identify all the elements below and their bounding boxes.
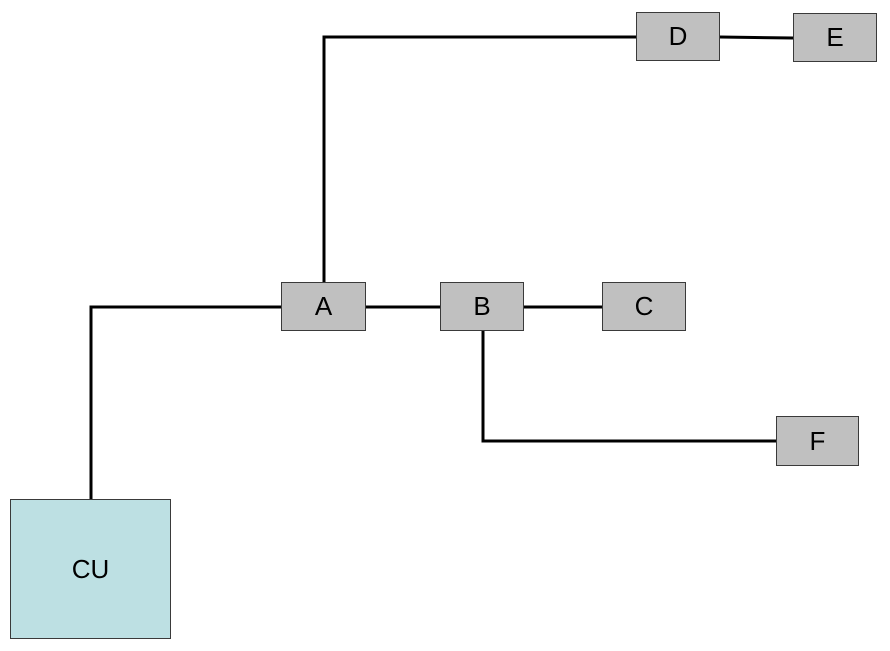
node-cu-label: CU: [71, 553, 110, 584]
edge-a-d: [322, 35, 636, 282]
node-e: E: [793, 13, 877, 62]
edge-b-f: [481, 331, 776, 443]
edge-cu-a: [89, 305, 281, 499]
node-a: A: [281, 282, 366, 331]
node-b: B: [440, 282, 524, 331]
node-f-label: F: [809, 425, 826, 456]
node-e-label: E: [826, 22, 844, 52]
node-cu: CU: [10, 499, 171, 639]
edge-d-e: [719, 35, 794, 40]
node-d-label: D: [668, 21, 688, 51]
node-c: C: [602, 282, 686, 331]
node-d: D: [636, 12, 720, 61]
node-b-label: B: [473, 291, 491, 321]
node-f: F: [776, 416, 859, 466]
node-a-label: A: [314, 291, 333, 321]
node-c-label: C: [634, 291, 654, 321]
